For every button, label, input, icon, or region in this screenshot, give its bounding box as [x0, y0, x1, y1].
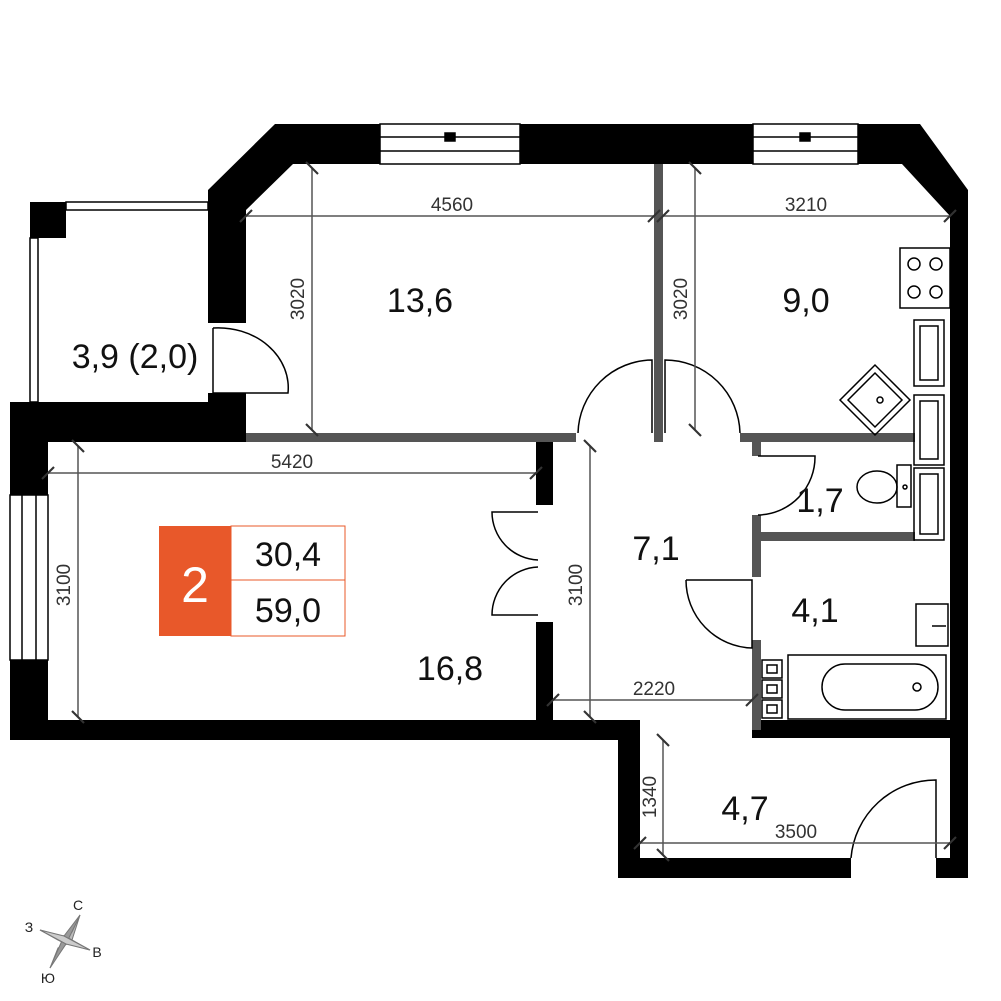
badge-values-box	[230, 525, 346, 637]
dim-hall-depth: 3100	[566, 564, 587, 606]
wall-balcony-corner	[30, 202, 66, 238]
compass-west: З	[25, 919, 33, 935]
wall-top-chamfer-right	[858, 124, 968, 392]
dim-entrance-depth: 1340	[640, 776, 661, 818]
windows	[9, 123, 859, 661]
dimension-lines	[41, 161, 957, 862]
wall-living-right-top	[536, 435, 553, 505]
dim-kitchen-width: 3210	[785, 195, 827, 216]
wall-top-middle	[520, 124, 753, 164]
dim-north-room-width: 4560	[431, 195, 473, 216]
badge-rooms-count: 2	[181, 557, 209, 613]
partition-wc-top	[740, 433, 915, 442]
compass-north: С	[73, 897, 83, 913]
badge-total-area: 59,0	[255, 592, 321, 630]
wall-top-chamfer-left	[208, 124, 380, 323]
wall-entrance-left	[618, 720, 640, 878]
door-living-upper	[491, 511, 539, 561]
partition-room-kitchen	[654, 164, 663, 442]
badge-living-area: 30,4	[255, 536, 321, 574]
compass-icon: С З В Ю	[25, 897, 102, 986]
washbasin-icon	[915, 603, 949, 647]
door-entrance	[850, 779, 937, 859]
kitchen-cabinet-icon	[913, 319, 945, 387]
window-kitchen	[752, 123, 859, 165]
dimension-labels: 4560 3210 3020 3020 5420 3100 3100 2220 …	[54, 195, 827, 843]
compass-south: Ю	[41, 970, 55, 986]
sink-kitchen-icon	[838, 363, 912, 437]
door-balcony	[212, 327, 290, 394]
partition-wc-left	[752, 442, 761, 456]
dim-north-room-depth: 3020	[288, 278, 309, 320]
wc-cabinet-icons	[913, 394, 945, 541]
exterior-walls	[10, 124, 968, 878]
wall-living-bottom	[10, 720, 638, 740]
area-hall: 7,1	[632, 530, 679, 568]
badge-rooms-box	[159, 526, 231, 636]
wall-living-right-bottom	[536, 622, 553, 722]
area-bathroom: 4,1	[791, 592, 838, 630]
wall-bath-bottom	[752, 720, 968, 738]
dim-living-depth: 3100	[54, 564, 75, 606]
door-living-lower	[491, 566, 539, 616]
stove-icon	[899, 247, 951, 309]
fixtures	[761, 247, 951, 720]
boiler-icons	[761, 659, 783, 719]
area-entrance: 4,7	[721, 790, 768, 828]
toilet-icon	[856, 464, 912, 508]
wall-living-top	[10, 402, 246, 442]
area-toilet: 1,7	[796, 482, 843, 520]
partitions	[246, 164, 915, 730]
bathtub-icon	[787, 654, 947, 720]
door-kitchen	[664, 359, 741, 434]
wall-entrance-bottom-left	[618, 858, 851, 878]
wall-living-left-top	[10, 402, 48, 495]
area-kitchen: 9,0	[782, 282, 829, 320]
partition-bath-left	[752, 640, 761, 730]
door-room-left	[577, 359, 653, 434]
balcony-glazing-left	[29, 237, 39, 403]
balcony-glazing-top	[65, 201, 209, 211]
partition-wc-bath	[752, 532, 915, 541]
compass-east: В	[92, 944, 101, 960]
dim-entrance-width: 3500	[775, 822, 817, 843]
wall-west-room-stub	[208, 190, 246, 323]
partition-room-hall	[246, 433, 576, 442]
area-living: 16,8	[417, 650, 483, 688]
door-wc	[757, 455, 816, 516]
wall-east	[950, 392, 968, 878]
dim-kitchen-depth: 3020	[671, 278, 692, 320]
dim-hall-width: 2220	[633, 679, 675, 700]
dim-living-width: 5420	[271, 452, 313, 473]
window-living	[9, 494, 49, 661]
area-balcony: 3,9 (2,0)	[72, 338, 199, 376]
room-areas: 3,9 (2,0) 13,6 9,0 1,7 7,1 4,1 16,8 4,7	[72, 282, 844, 828]
partition-wc-left-low	[752, 515, 761, 577]
wall-balcony-door-stub	[208, 393, 246, 405]
area-north-room: 13,6	[387, 282, 453, 320]
apartment-badge: 2 30,4 59,0	[159, 525, 346, 637]
window-north-room	[379, 123, 521, 165]
door-bath	[685, 579, 753, 649]
